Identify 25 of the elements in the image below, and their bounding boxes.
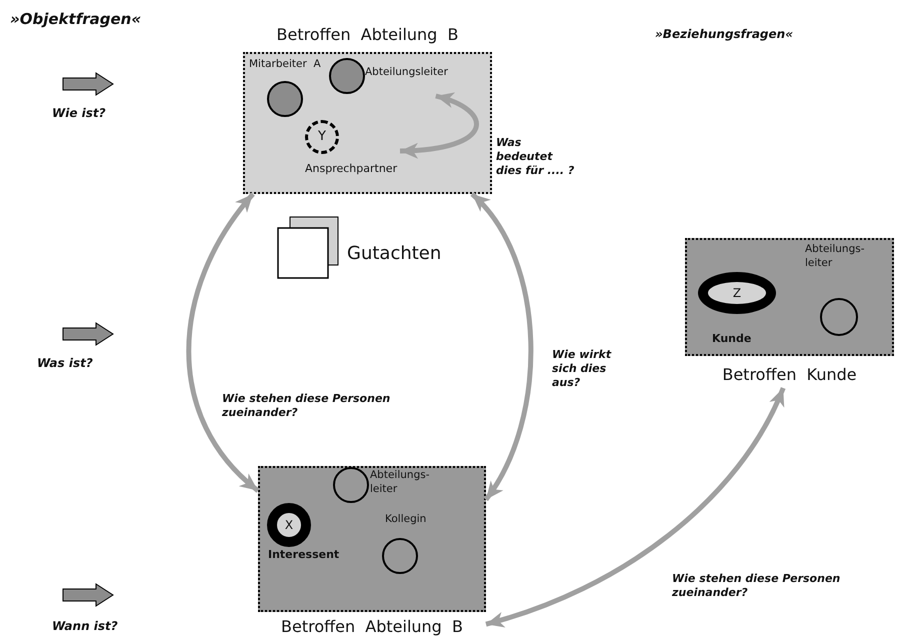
person-label: Mitarbeiter A	[249, 57, 322, 71]
document-label: Gutachten	[347, 242, 442, 266]
edge-label: Wie wirkt sich dies aus?	[552, 348, 612, 390]
person-label: Abteilungs- leiter	[370, 468, 430, 496]
edge-label: Wie stehen diese Personen zueinander?	[672, 572, 842, 600]
double-arrow	[470, 192, 534, 501]
group-title: Betroffen Kunde	[721, 364, 858, 386]
question-label: Was ist?	[37, 355, 93, 371]
group-title: Betroffen Abteilung B	[280, 616, 464, 638]
question-label: Wie ist?	[52, 105, 106, 121]
person-label: Ansprechpartner	[305, 162, 398, 176]
person-label: Interessent	[268, 548, 340, 562]
person-label: Abteilungsleiter	[365, 65, 449, 79]
heading: »Objektfragen«	[10, 10, 142, 29]
person-label: Abteilungs- leiter	[805, 242, 866, 270]
group-title: Betroffen Abteilung B	[276, 24, 460, 46]
double-arrow	[485, 386, 786, 627]
edge-label: Wie stehen diese Personen zueinander?	[222, 392, 392, 420]
double-arrow	[186, 192, 260, 493]
edge-label: Was bedeutet dies für .... ?	[496, 136, 576, 178]
person-label: Kollegin	[385, 512, 428, 526]
double-arrow	[400, 93, 479, 158]
person-label: Kunde	[712, 332, 752, 346]
question-label: Wann ist?	[52, 618, 118, 634]
heading: »Beziehungsfragen«	[655, 26, 793, 42]
